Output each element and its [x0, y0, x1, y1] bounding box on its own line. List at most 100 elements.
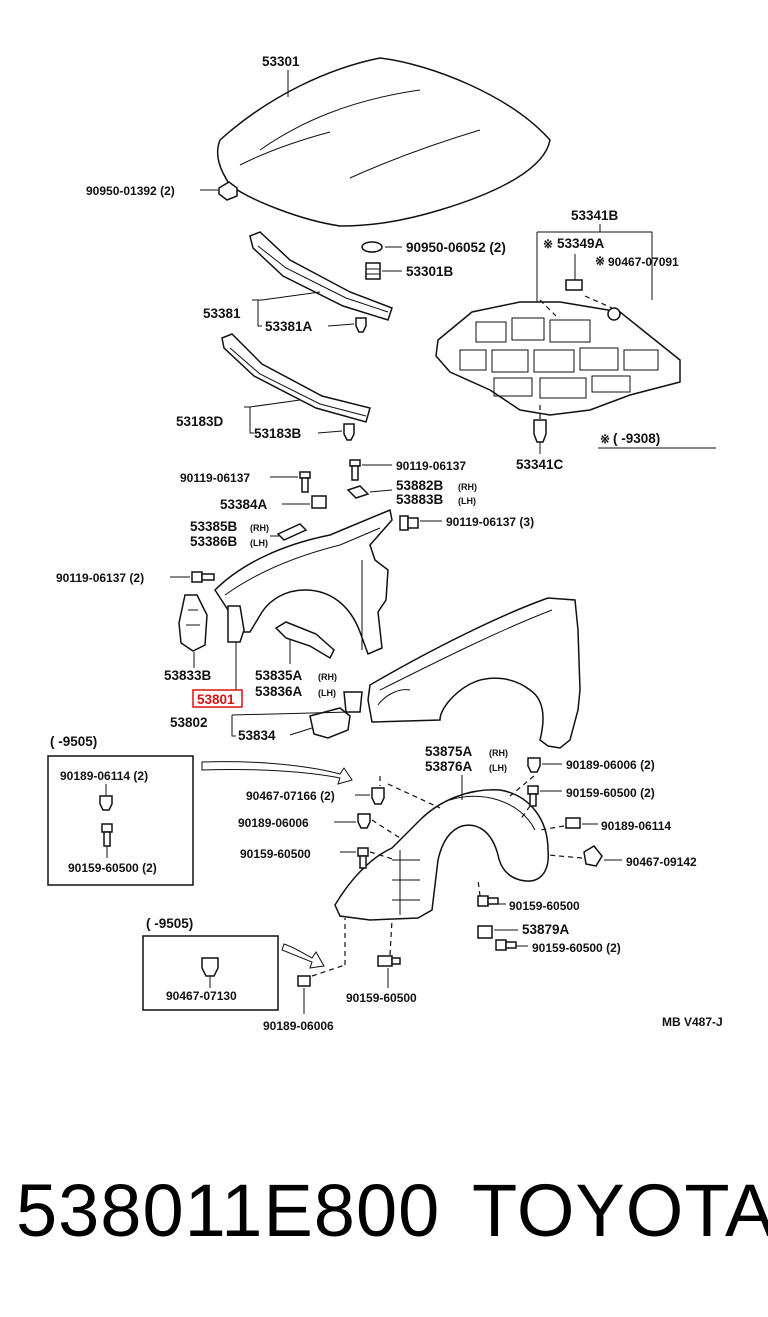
clip-53879a-part: [477, 925, 493, 939]
bolt-90159-60500-b-part: [477, 895, 499, 907]
clip-53183b-part: [343, 423, 355, 441]
label-90119-06137-b: 90119-06137: [396, 459, 466, 473]
label-53183d: 53183D: [176, 414, 224, 429]
clip-90467-07130-part: [201, 957, 219, 977]
label-90119-06137-a: 90119-06137: [180, 471, 250, 485]
label-90159-60500-2a: 90159-60500 (2): [68, 861, 157, 875]
bolt-90119-06137-a-part: [299, 471, 311, 493]
star-90467-07091: ※: [595, 254, 605, 268]
grommet-part: [361, 241, 383, 253]
hood-stay-part: [365, 262, 381, 280]
clip-53349a-part: [565, 279, 583, 291]
label-53183b: 53183B: [254, 426, 302, 441]
label-90159-60500-b: 90159-60500: [509, 899, 580, 913]
arrow-2: [281, 943, 325, 969]
label-note-range: ( -9308): [613, 431, 660, 446]
clip-90189-06114-part: [99, 795, 113, 811]
label-53833b: 53833B: [164, 668, 212, 683]
highlight-53801-box: [192, 689, 243, 708]
label-53381: 53381: [203, 306, 241, 321]
label-ref: MB V487-J: [662, 1015, 723, 1029]
label-90189-06006-a: 90189-06006: [238, 816, 309, 830]
label-53381a: 53381A: [265, 319, 313, 334]
bolt-90119-06137-b-part: [349, 459, 361, 481]
label-53341b: 53341B: [571, 208, 619, 223]
label-90189-06114-2: 90189-06114 (2): [60, 769, 148, 783]
label-90467-07166: 90467-07166 (2): [246, 789, 335, 803]
clip-90189-06006-b-part: [297, 975, 311, 987]
label-53386b-lh: (LH): [250, 538, 268, 548]
seal-53385b-part: [276, 523, 308, 541]
fender-53801-part: [367, 597, 581, 749]
seal-53183d-part: [221, 333, 371, 423]
label-53883b: 53883B: [396, 492, 444, 507]
label-53875a-rh: (RH): [489, 748, 508, 758]
label-53882b-rh: (RH): [458, 482, 477, 492]
label-53876a-lh: (LH): [489, 763, 507, 773]
cover-53882b-part: [346, 485, 370, 499]
part-number-text: 538011E800: [16, 1169, 441, 1252]
bolt-90119-06137-2-part: [191, 571, 215, 583]
clip-53381a-part: [355, 317, 367, 333]
label-53301b: 53301B: [406, 264, 454, 279]
label-53385b: 53385B: [190, 519, 238, 534]
label-90159-60500-c: 90159-60500: [346, 991, 417, 1005]
bracket-53834-part: [309, 691, 363, 739]
label-90189-06006-2: 90189-06006 (2): [566, 758, 655, 772]
bolt-90159-60500-2c-part: [495, 939, 517, 951]
label-53385b-rh: (RH): [250, 523, 269, 533]
label-90950-06052: 90950-06052 (2): [406, 240, 506, 255]
footer: 538011E800 TOYOTA: [0, 1160, 768, 1280]
label-53876a: 53876A: [425, 759, 473, 774]
clip-90467-07091-part: [607, 307, 621, 321]
label-53386b: 53386B: [190, 534, 238, 549]
label-90467-09142: 90467-09142: [626, 855, 697, 869]
label-53801: 53801: [197, 692, 235, 707]
label-90189-06006-b: 90189-06006: [263, 1019, 334, 1033]
label-53341c: 53341C: [516, 457, 564, 472]
bolt-90159-60500-part: [101, 823, 113, 847]
label-53349a: 53349A: [557, 236, 605, 251]
label-53836a-lh: (LH): [318, 688, 336, 698]
label-90467-07130: 90467-07130: [166, 989, 237, 1003]
fender-apron-part: [214, 508, 393, 656]
label-90159-60500-2c: 90159-60500 (2): [532, 941, 621, 955]
label-53384a: 53384A: [220, 497, 268, 512]
label-53836a: 53836A: [255, 684, 303, 699]
label-90119-06137-2: 90119-06137 (2): [56, 571, 144, 585]
label-53835a: 53835A: [255, 668, 303, 683]
bolt-90159-60500-2b-part: [527, 785, 539, 807]
cushion-53384a-part: [311, 495, 327, 509]
label-90189-06114: 90189-06114: [601, 819, 671, 833]
bolt-90119-06137-3-part: [399, 515, 419, 531]
label-90159-60500-a: 90159-60500: [240, 847, 311, 861]
label-53882b: 53882B: [396, 478, 444, 493]
label-90467-07091: 90467-07091: [608, 255, 679, 269]
label-53802: 53802: [170, 715, 208, 730]
label-53835a-rh: (RH): [318, 672, 337, 682]
hood-bumper-part: [218, 181, 238, 201]
bracket-53835a-part: [274, 621, 335, 660]
label-90159-60500-2b: 90159-60500 (2): [566, 786, 655, 800]
label-53301: 53301: [262, 54, 300, 69]
label-range-1: ( -9505): [50, 734, 97, 749]
clip-90467-09142-part: [583, 845, 603, 867]
label-53883b-lh: (LH): [458, 496, 476, 506]
label-53834: 53834: [238, 728, 276, 743]
label-90119-06137-3: 90119-06137 (3): [446, 515, 534, 529]
clip-90189-06114-b-part: [565, 817, 581, 829]
bolt-90159-60500-c-part: [377, 955, 401, 967]
label-53875a: 53875A: [425, 744, 473, 759]
clip-53341c-part: [533, 419, 547, 443]
parts-diagram: 53301 90950-01392 (2) 90950-06052 (2) 53…: [47, 54, 723, 1033]
bracket-53833b-part: [178, 594, 208, 652]
clip-90467-07166-part: [371, 787, 385, 805]
brand-text: TOYOTA: [472, 1169, 768, 1252]
hood-part: [216, 57, 551, 227]
range-2-box: [142, 935, 279, 1011]
bolt-90159-60500-a-part: [357, 847, 369, 869]
label-90950-01392: 90950-01392 (2): [86, 184, 175, 198]
label-range-2: ( -9505): [146, 916, 193, 931]
seal-53381-part: [249, 231, 393, 321]
star-53349a: ※: [543, 237, 553, 251]
